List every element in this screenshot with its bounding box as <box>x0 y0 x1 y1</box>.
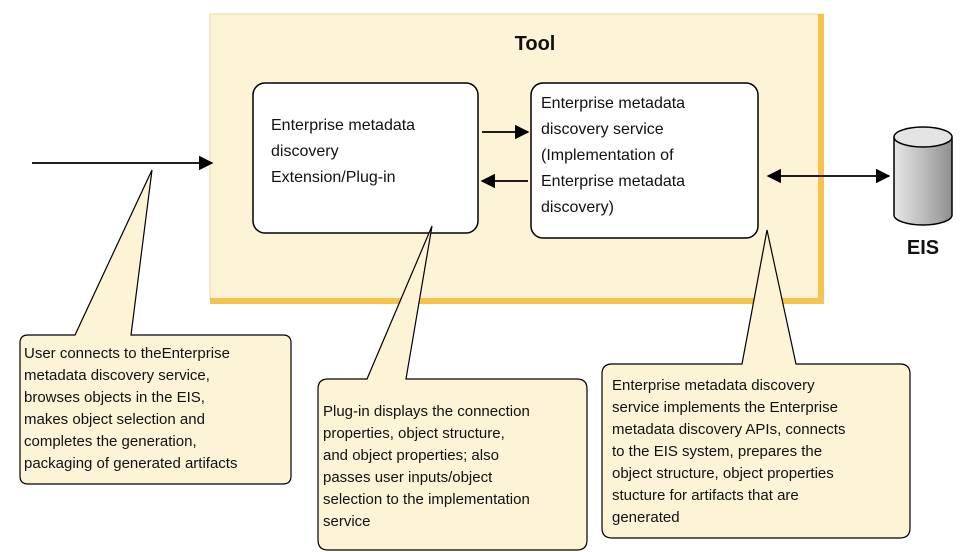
plugin-callout-text: Plug-in displays the connection properti… <box>323 403 534 530</box>
service-box-line: discovery service <box>541 121 664 138</box>
plugin-callout-line: passes user inputs/object <box>323 469 493 486</box>
plugin-box-line: discovery <box>271 143 339 160</box>
plugin-callout-line: selection to the implementation <box>323 491 530 508</box>
service-box-line: Enterprise metadata <box>541 173 685 190</box>
plugin-callout-line: properties, object structure, <box>323 425 505 442</box>
eis-database-icon <box>893 126 953 226</box>
user-callout: User connects to theEnterprise metadata … <box>19 169 292 485</box>
service-callout-line: object structure, object properties <box>612 465 834 482</box>
service-box: Enterprise metadata discovery service (I… <box>530 82 759 239</box>
service-callout-text: Enterprise metadata discovery service im… <box>612 377 850 526</box>
user-callout-line: completes the generation, <box>24 433 197 450</box>
service-box-line: Enterprise metadata <box>541 95 685 112</box>
tool-title: Tool <box>515 33 556 55</box>
user-callout-line: metadata discovery service, <box>24 367 210 384</box>
eis-label: EIS <box>907 237 939 259</box>
service-callout-line: generated <box>612 509 680 526</box>
plugin-callout-line: and object properties; also <box>323 447 499 464</box>
plugin-box-line: Extension/Plug-in <box>271 169 396 186</box>
service-callout: Enterprise metadata discovery service im… <box>601 229 911 539</box>
service-callout-line: service implements the Enterprise <box>612 399 838 416</box>
user-callout-line: User connects to theEnterprise <box>24 345 230 362</box>
user-callout-line: makes object selection and <box>24 411 205 428</box>
plugin-box: Enterprise metadata discovery Extension/… <box>252 82 479 234</box>
service-callout-line: to the EIS system, prepares the <box>612 443 822 460</box>
service-box-line: discovery) <box>541 199 614 216</box>
plugin-box-text: Enterprise metadata discovery Extension/… <box>271 117 420 186</box>
service-box-line: (Implementation of <box>541 147 674 164</box>
plugin-callout-line: Plug-in displays the connection <box>323 403 530 420</box>
user-callout-line: browses objects in the EIS, <box>24 389 205 406</box>
service-callout-line: metadata discovery APIs, connects <box>612 421 845 438</box>
service-callout-line: Enterprise metadata discovery <box>612 377 815 394</box>
service-box-text: Enterprise metadata discovery service (I… <box>541 95 690 216</box>
plugin-box-line: Enterprise metadata <box>271 117 415 134</box>
service-callout-line: stucture for artifacts that are <box>612 487 799 504</box>
user-callout-line: packaging of generated artifacts <box>24 455 237 472</box>
user-callout-text: User connects to theEnterprise metadata … <box>24 345 237 472</box>
plugin-callout: Plug-in displays the connection properti… <box>317 225 588 551</box>
plugin-callout-line: service <box>323 513 371 530</box>
